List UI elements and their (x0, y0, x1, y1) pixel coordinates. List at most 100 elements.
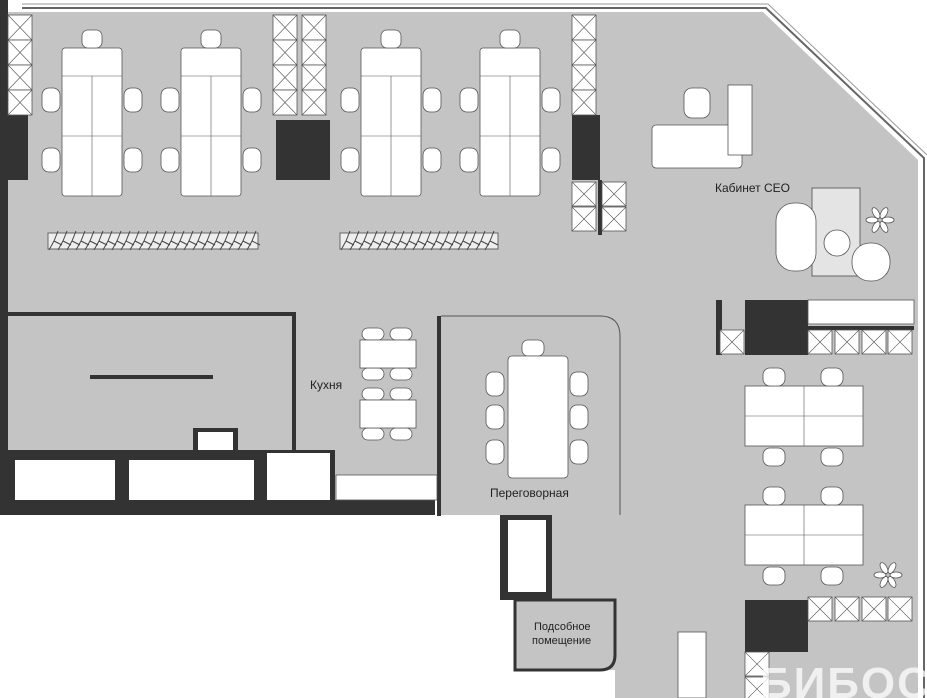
plant-leaf (246, 230, 261, 251)
storage-cabinet (7, 64, 33, 91)
cabinet-cross (272, 14, 298, 41)
storage-cabinet (571, 39, 597, 66)
storage-cabinet (301, 14, 327, 41)
chair (422, 147, 442, 173)
chair (389, 387, 413, 401)
chair (820, 447, 844, 467)
cabinet-cross (834, 596, 860, 622)
chair (485, 404, 505, 430)
chair (123, 147, 143, 173)
storage-cabinet (7, 39, 33, 66)
desk-cluster (744, 486, 864, 586)
storage-cabinet (571, 206, 597, 232)
storage-cabinet (834, 329, 860, 355)
storage-cabinet (7, 89, 33, 116)
chair (485, 439, 505, 465)
storage-cabinet (272, 89, 298, 116)
utility-room (513, 598, 617, 672)
storage-cabinet (861, 596, 887, 622)
chair (242, 87, 262, 113)
plant-leaf (889, 571, 903, 579)
utility-room-label-1: Подсобное (534, 621, 591, 633)
planter (339, 230, 499, 251)
cabinet-cross (887, 329, 913, 355)
kitchen-label: Кухня (310, 378, 342, 392)
plant-leaf (887, 562, 897, 574)
storage-cabinet (7, 14, 33, 41)
cabinet-cross (7, 39, 33, 66)
storage-cabinet (834, 596, 860, 622)
cabinet-cross (571, 14, 597, 41)
chair (361, 367, 385, 381)
plant-leaf (484, 230, 499, 251)
desk-cluster (41, 29, 143, 197)
cabinet-cross (719, 329, 745, 355)
meeting-room-wall (441, 315, 621, 515)
plant-leaf (879, 221, 889, 233)
meeting-table (507, 355, 569, 479)
desk-cluster (744, 367, 864, 467)
chair (521, 339, 545, 357)
cabinet-cross (861, 329, 887, 355)
cabinet-cross (861, 596, 887, 622)
kitchen-tables (359, 339, 417, 429)
cabinet-cross (571, 181, 597, 207)
desk-cluster (340, 29, 442, 197)
storage-cabinet (601, 181, 627, 207)
cabinet-cross (887, 596, 913, 622)
chair (361, 427, 385, 441)
potted-plant (873, 562, 903, 588)
cabinet-cross (7, 89, 33, 116)
plant-leaf (887, 576, 897, 588)
cabinet-cross (272, 89, 298, 116)
cabinet-cross (571, 89, 597, 116)
cabinet-cross (601, 181, 627, 207)
storage-cabinet (887, 329, 913, 355)
technical-shafts (15, 432, 546, 592)
chair (459, 147, 479, 173)
meeting-room-label: Переговорная (490, 486, 569, 500)
storage-cabinet (719, 329, 745, 355)
cabinet-cross (571, 39, 597, 66)
storage-cabinet (571, 181, 597, 207)
utility-room-label-2: помещение (532, 635, 591, 647)
chair (541, 147, 561, 173)
planter (47, 230, 261, 251)
desk-cluster (160, 29, 262, 197)
cabinet-cross (301, 89, 327, 116)
chair (389, 367, 413, 381)
cabinet-cross (301, 64, 327, 91)
kitchen-counter (335, 474, 438, 501)
cabinet-cross (272, 39, 298, 66)
plant-leaf (881, 216, 895, 224)
chair (569, 404, 589, 430)
plant-leaf (865, 216, 879, 224)
cabinet-cross (744, 651, 770, 677)
storage-cabinet (301, 64, 327, 91)
storage-cabinet (571, 89, 597, 116)
cabinet-cross (834, 329, 860, 355)
watermark-logo: БИБОСС (760, 659, 927, 698)
chair (340, 87, 360, 113)
storage-cabinet (601, 206, 627, 232)
chair (762, 447, 786, 467)
cabinet-cross (571, 206, 597, 232)
chair (81, 29, 103, 49)
chair (569, 439, 589, 465)
plant-leaf (871, 207, 881, 219)
cabinet-cross (7, 14, 33, 41)
storage-cabinet (887, 596, 913, 622)
chair (762, 486, 786, 506)
ceo-furniture (651, 84, 915, 325)
plant-leaf (879, 207, 889, 219)
chair (459, 87, 479, 113)
chair (820, 566, 844, 586)
cabinet-cross (301, 14, 327, 41)
storage-cabinet (272, 64, 298, 91)
plant-leaf (873, 571, 887, 579)
storage-cabinet (301, 89, 327, 116)
chair (242, 147, 262, 173)
storage-cabinet (571, 64, 597, 91)
chair (41, 147, 61, 173)
